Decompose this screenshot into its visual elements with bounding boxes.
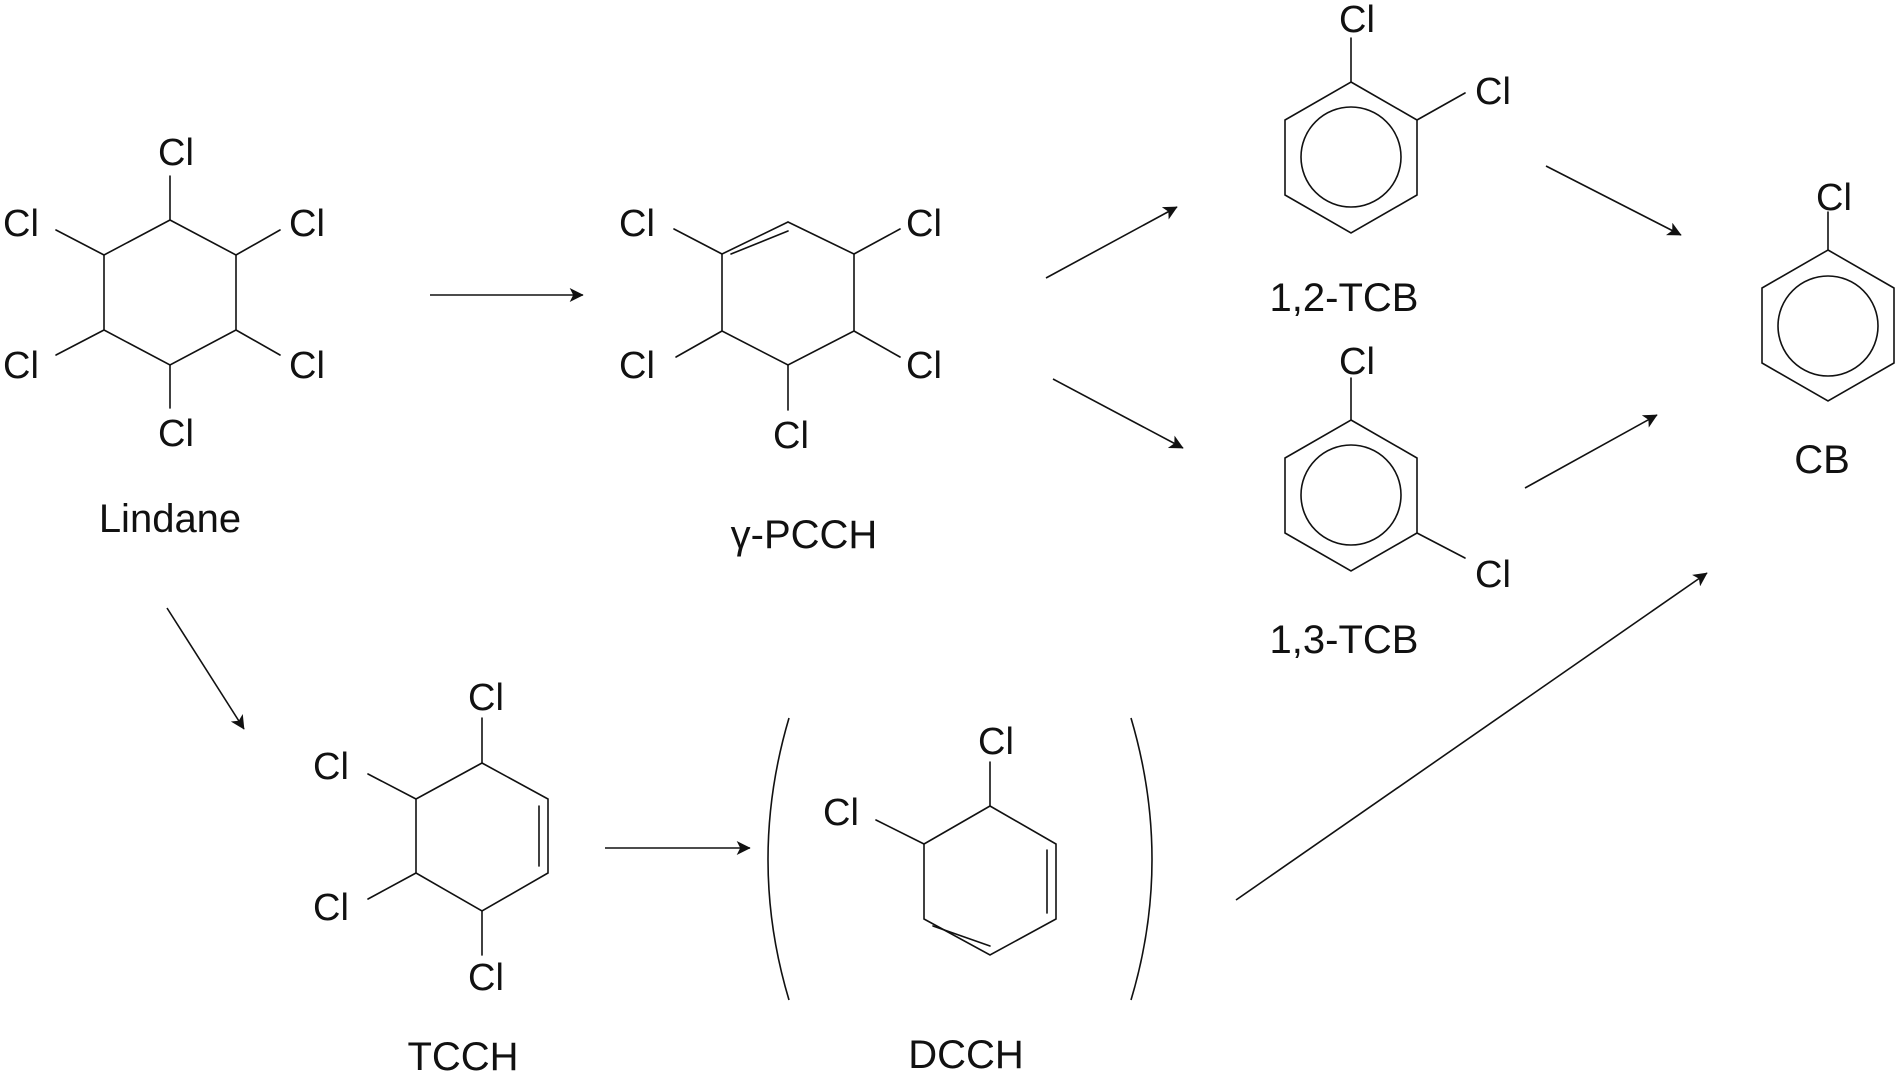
compound-pcch: Cl Cl Cl Cl Cl γ-PCCH [619, 203, 942, 557]
atom-label-cl: Cl [158, 132, 194, 174]
atom-label-cl: Cl [1816, 177, 1852, 219]
atom-label-cl: Cl [313, 746, 349, 788]
compound-name-cb: CB [1794, 438, 1850, 482]
atom-label-cl: Cl [289, 203, 325, 245]
atom-label-cl: Cl [313, 887, 349, 929]
compound-name-13-tcb: 1,3-TCB [1270, 618, 1419, 662]
compound-lindane: Cl Cl Cl Cl Cl Cl Lindane [3, 132, 325, 541]
atom-label-cl: Cl [1475, 71, 1511, 113]
atom-label-cl: Cl [619, 203, 655, 245]
arrow-pcch-to-13-tcb [1052, 378, 1184, 449]
pcch-substituent-bonds [673, 228, 901, 411]
cb-ring [1761, 249, 1895, 402]
atom-label-cl: Cl [468, 677, 504, 719]
lindane-ring [103, 219, 237, 366]
reaction-arrows [166, 165, 1708, 901]
compound-name-pcch: γ-PCCH [731, 513, 878, 557]
arrow-pcch-to-12-tcb [1045, 206, 1178, 279]
compound-name-lindane: Lindane [99, 497, 241, 541]
tcch-substituent-bonds [367, 717, 483, 956]
dcch-ring [923, 805, 1057, 956]
compound-13-tcb: Cl Cl 1,3-TCB [1270, 341, 1511, 662]
dcch-substituent-bonds [875, 761, 991, 845]
bracket-left [767, 717, 790, 1001]
atom-label-cl: Cl [1475, 554, 1511, 596]
compound-name-dcch: DCCH [908, 1033, 1024, 1075]
compound-tcch: Cl Cl Cl Cl TCCH [313, 677, 549, 1079]
lindane-substituent-bonds [55, 175, 281, 409]
compound-dcch: Cl Cl DCCH [767, 717, 1153, 1077]
arrow-13-tcb-to-cb [1524, 414, 1658, 489]
atom-label-cl: Cl [468, 957, 504, 999]
bracket-right [1130, 717, 1153, 1001]
atom-label-cl: Cl [1339, 0, 1375, 41]
compound-name-tcch: TCCH [407, 1035, 518, 1075]
atom-label-cl: Cl [773, 415, 809, 457]
atom-label-cl: Cl [906, 203, 942, 245]
tcb13-ring [1284, 419, 1418, 572]
atom-label-cl: Cl [978, 721, 1014, 763]
atom-label-cl: Cl [3, 345, 39, 387]
tcch-ring [415, 762, 549, 912]
atom-label-cl: Cl [619, 345, 655, 387]
atom-label-cl: Cl [289, 345, 325, 387]
tcb12-substituent-bonds [1350, 37, 1466, 121]
arrow-12-tcb-to-cb [1545, 165, 1682, 236]
tcb13-substituent-bonds [1350, 377, 1466, 559]
tcb12-ring [1284, 81, 1418, 234]
arrow-lindane-to-tcch [166, 607, 245, 730]
atom-label-cl: Cl [906, 345, 942, 387]
pcch-ring [721, 221, 855, 366]
arrow-dcch-to-cb [1235, 572, 1708, 901]
atom-label-cl: Cl [3, 203, 39, 245]
atom-label-cl: Cl [1339, 341, 1375, 383]
compound-cb: Cl CB [1761, 177, 1895, 482]
atom-label-cl: Cl [823, 792, 859, 834]
compound-name-12-tcb: 1,2-TCB [1270, 276, 1419, 320]
compound-12-tcb: Cl Cl 1,2-TCB [1270, 0, 1511, 320]
atom-label-cl: Cl [158, 413, 194, 455]
